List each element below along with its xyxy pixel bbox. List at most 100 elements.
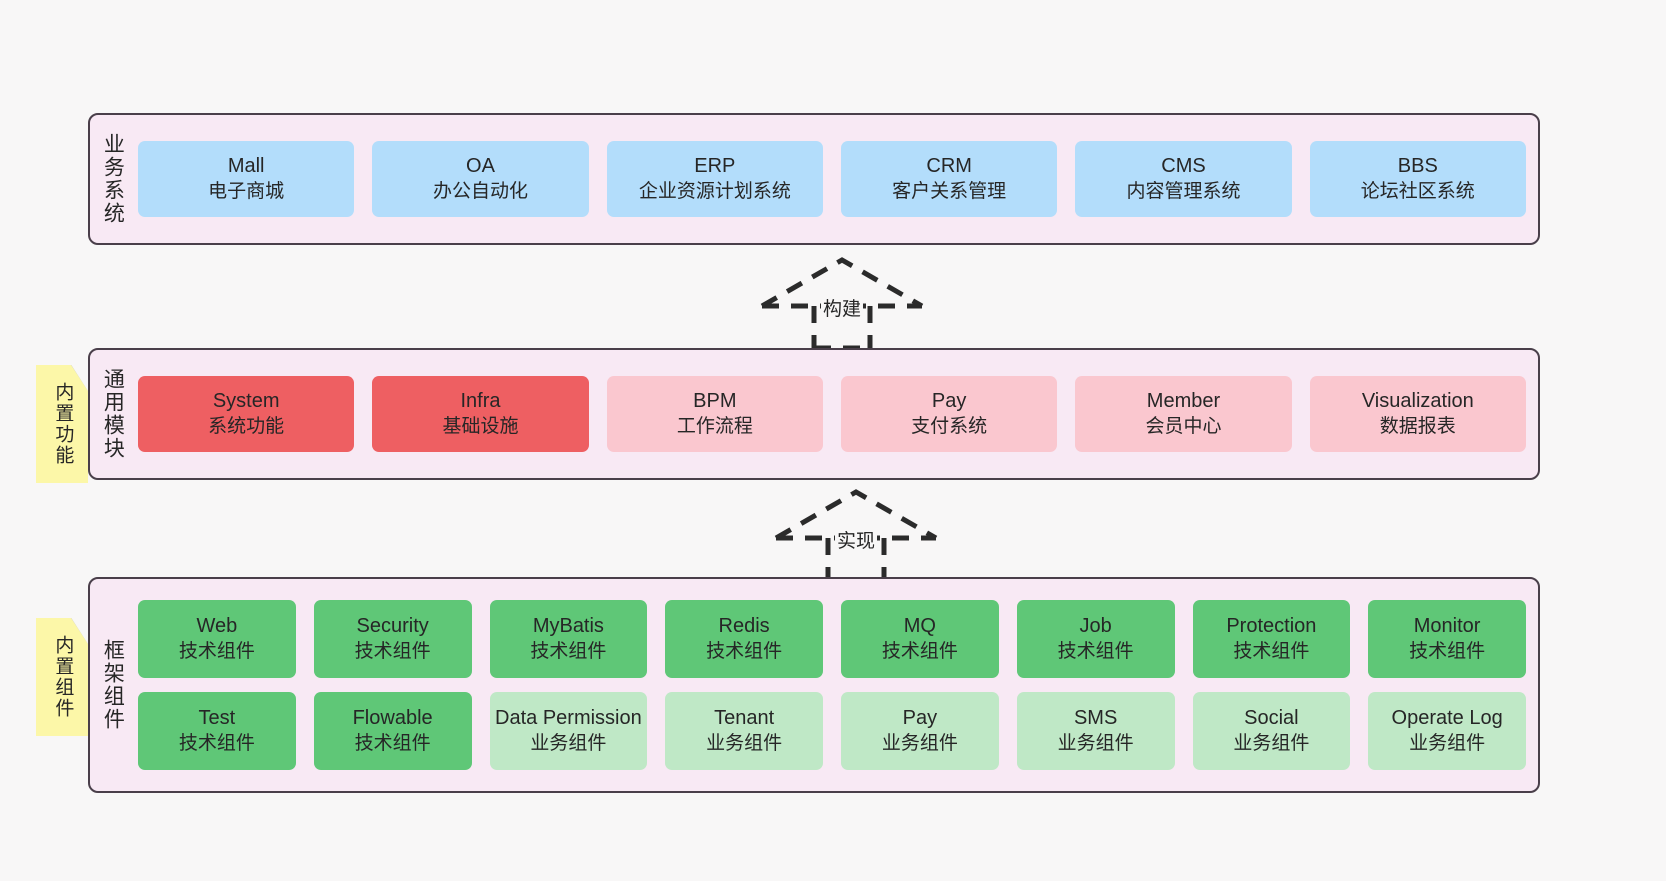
card-subtitle: 支付系统 (911, 415, 988, 437)
card-title: Job (1079, 615, 1112, 638)
card-flowable[interactable]: Flowable 技术组件 (313, 692, 472, 770)
layer-common-modules: 通用模块 System 系统功能 Infra 基础设施 BPM 工作流程 Pay… (88, 348, 1540, 480)
card-title: Tenant (714, 707, 775, 730)
connector-realize: 实现 (766, 488, 946, 583)
layer-body-framework-components: Web 技术组件 Security 技术组件 MyBatis 技术组件 Redi… (134, 579, 1538, 791)
layer-framework-components: 框架组件 Web 技术组件 Security 技术组件 MyBatis 技术组件… (88, 577, 1540, 793)
card-row: Mall 电子商城 OA 办公自动化 ERP 企业资源计划系统 CRM 客户关系… (138, 141, 1526, 217)
card-title: BPM (693, 390, 737, 413)
card-subtitle: 办公自动化 (432, 180, 528, 202)
card-erp[interactable]: ERP 企业资源计划系统 (606, 141, 823, 217)
card-title: BBS (1397, 155, 1438, 178)
card-title: Flowable (352, 707, 433, 730)
card-title: ERP (694, 155, 736, 178)
card-title: System (212, 390, 280, 413)
connector-label: 实现 (834, 526, 878, 553)
card-title: OA (466, 155, 495, 178)
card-title: SMS (1073, 707, 1118, 730)
card-subtitle: 技术组件 (354, 732, 431, 754)
card-pay-module[interactable]: Pay 支付系统 (840, 376, 1058, 452)
card-job[interactable]: Job 技术组件 (1016, 600, 1175, 678)
card-title: Security (356, 615, 429, 638)
card-subtitle: 业务组件 (1057, 732, 1134, 754)
connector-label: 构建 (820, 294, 864, 321)
card-subtitle: 系统功能 (208, 415, 285, 437)
card-subtitle: 技术组件 (1057, 640, 1134, 662)
note-fold-corner (71, 618, 88, 644)
card-subtitle: 业务组件 (530, 732, 607, 754)
note-label: 内置功能 (52, 382, 74, 466)
card-data-permission[interactable]: Data Permission 业务组件 (489, 692, 648, 770)
card-subtitle: 会员中心 (1145, 415, 1222, 437)
card-subtitle: 内容管理系统 (1126, 180, 1241, 202)
card-operate-log[interactable]: Operate Log 业务组件 (1368, 692, 1526, 770)
card-subtitle: 论坛社区系统 (1360, 180, 1475, 202)
card-row: System 系统功能 Infra 基础设施 BPM 工作流程 Pay 支付系统… (138, 376, 1526, 452)
card-subtitle: 技术组件 (881, 640, 958, 662)
card-subtitle: 企业资源计划系统 (638, 180, 791, 202)
card-title: CRM (926, 155, 972, 178)
card-monitor[interactable]: Monitor 技术组件 (1368, 600, 1526, 678)
card-title: CMS (1161, 155, 1206, 178)
card-title: MQ (903, 615, 936, 638)
card-subtitle: 客户关系管理 (892, 180, 1007, 202)
card-subtitle: 业务组件 (881, 732, 958, 754)
card-title: Test (198, 707, 236, 730)
layer-title-business-system: 业务系统 (101, 133, 125, 225)
card-social[interactable]: Social 业务组件 (1192, 692, 1351, 770)
card-web[interactable]: Web 技术组件 (138, 600, 296, 678)
card-subtitle: 技术组件 (530, 640, 607, 662)
connector-build: 构建 (752, 256, 932, 351)
layer-title-common-modules: 通用模块 (101, 368, 125, 460)
card-pay-component[interactable]: Pay 业务组件 (841, 692, 999, 770)
card-mybatis[interactable]: MyBatis 技术组件 (489, 600, 648, 678)
card-subtitle: 技术组件 (706, 640, 783, 662)
card-infra[interactable]: Infra 基础设施 (372, 376, 589, 452)
card-subtitle: 技术组件 (354, 640, 431, 662)
card-cms[interactable]: CMS 内容管理系统 (1075, 141, 1292, 217)
layer-title-framework-components: 框架组件 (101, 639, 125, 731)
layer-body-common-modules: System 系统功能 Infra 基础设施 BPM 工作流程 Pay 支付系统… (134, 350, 1538, 478)
card-redis[interactable]: Redis 技术组件 (665, 600, 823, 678)
card-title: Pay (931, 390, 967, 413)
card-row: Web 技术组件 Security 技术组件 MyBatis 技术组件 Redi… (138, 600, 1526, 678)
card-title: Protection (1226, 615, 1317, 638)
card-mall[interactable]: Mall 电子商城 (138, 141, 355, 217)
card-title: Web (196, 615, 238, 638)
card-security[interactable]: Security 技术组件 (313, 600, 472, 678)
card-subtitle: 技术组件 (178, 732, 255, 754)
card-oa[interactable]: OA 办公自动化 (372, 141, 589, 217)
card-tenant[interactable]: Tenant 业务组件 (665, 692, 823, 770)
card-protection[interactable]: Protection 技术组件 (1192, 600, 1351, 678)
card-crm[interactable]: CRM 客户关系管理 (840, 141, 1058, 217)
card-bpm[interactable]: BPM 工作流程 (606, 376, 823, 452)
card-subtitle: 工作流程 (676, 415, 753, 437)
card-member[interactable]: Member 会员中心 (1075, 376, 1292, 452)
card-subtitle: 技术组件 (1409, 640, 1486, 662)
card-title: Redis (718, 615, 770, 638)
note-label: 内置组件 (52, 635, 74, 719)
layer-body-business-system: Mall 电子商城 OA 办公自动化 ERP 企业资源计划系统 CRM 客户关系… (134, 115, 1538, 243)
note-builtin-functions: 内置功能 (36, 365, 88, 483)
card-mq[interactable]: MQ 技术组件 (841, 600, 999, 678)
card-subtitle: 技术组件 (1233, 640, 1310, 662)
card-row: Test 技术组件 Flowable 技术组件 Data Permission … (138, 692, 1526, 770)
card-subtitle: 业务组件 (1233, 732, 1310, 754)
card-bbs[interactable]: BBS 论坛社区系统 (1309, 141, 1526, 217)
card-sms[interactable]: SMS 业务组件 (1016, 692, 1175, 770)
note-builtin-components: 内置组件 (36, 618, 88, 736)
note-fold-corner (71, 365, 88, 391)
card-visualization[interactable]: Visualization 数据报表 (1309, 376, 1526, 452)
card-title: Mall (227, 155, 265, 178)
card-subtitle: 基础设施 (442, 415, 519, 437)
card-subtitle: 业务组件 (706, 732, 783, 754)
card-title: Data Permission (495, 707, 642, 730)
card-title: Monitor (1413, 615, 1481, 638)
card-title: Infra (460, 390, 501, 413)
card-title: Operate Log (1391, 707, 1503, 730)
card-system[interactable]: System 系统功能 (138, 376, 355, 452)
card-test[interactable]: Test 技术组件 (138, 692, 296, 770)
card-title: Social (1244, 707, 1299, 730)
layer-business-system: 业务系统 Mall 电子商城 OA 办公自动化 ERP 企业资源计划系统 CRM… (88, 113, 1540, 245)
